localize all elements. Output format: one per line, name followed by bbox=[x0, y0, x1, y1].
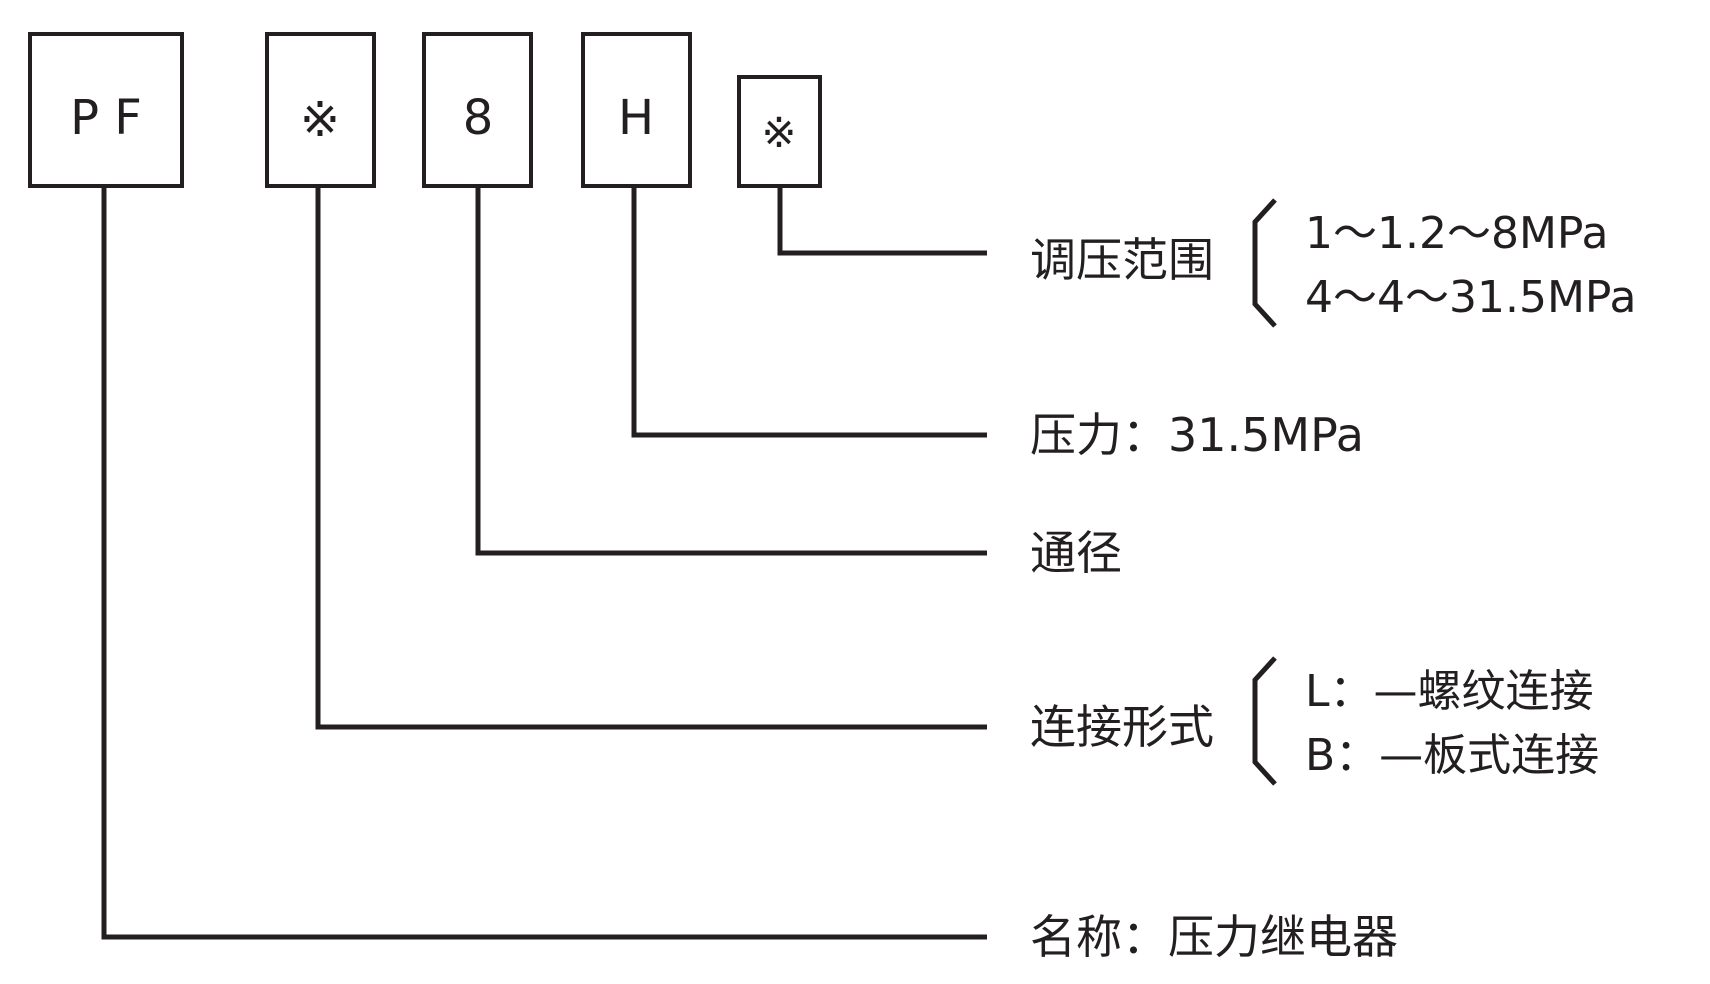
option-connection-1: L：—螺纹连接 bbox=[1305, 666, 1594, 717]
connector-name bbox=[101, 186, 987, 940]
code-box-pressure-text: H bbox=[618, 90, 654, 146]
label-connection: 连接形式 bbox=[1030, 700, 1214, 754]
connector-pressure bbox=[631, 186, 987, 438]
connector-bore bbox=[475, 186, 987, 556]
brace-range bbox=[1252, 198, 1277, 328]
code-box-name: P F bbox=[28, 32, 184, 188]
label-range: 调压范围 bbox=[1030, 233, 1214, 287]
code-box-connection: ※ bbox=[265, 32, 376, 188]
connector-range bbox=[777, 186, 987, 256]
connector-connection bbox=[315, 186, 987, 730]
option-range-1: 1～1.2～8MPa bbox=[1305, 208, 1608, 259]
code-box-range: ※ bbox=[737, 75, 822, 188]
option-connection-2: B：—板式连接 bbox=[1305, 730, 1599, 781]
code-box-range-text: ※ bbox=[761, 108, 796, 157]
brace-connection bbox=[1252, 656, 1277, 786]
label-pressure: 压力：31.5MPa bbox=[1030, 408, 1364, 462]
code-box-name-text: P F bbox=[70, 90, 142, 146]
code-box-bore: 8 bbox=[422, 32, 533, 188]
code-box-pressure: H bbox=[581, 32, 692, 188]
label-name: 名称：压力继电器 bbox=[1030, 910, 1398, 964]
label-bore: 通径 bbox=[1030, 526, 1122, 580]
option-range-2: 4～4～31.5MPa bbox=[1305, 272, 1636, 323]
code-box-bore-text: 8 bbox=[463, 90, 494, 146]
code-box-connection-text: ※ bbox=[300, 92, 340, 148]
